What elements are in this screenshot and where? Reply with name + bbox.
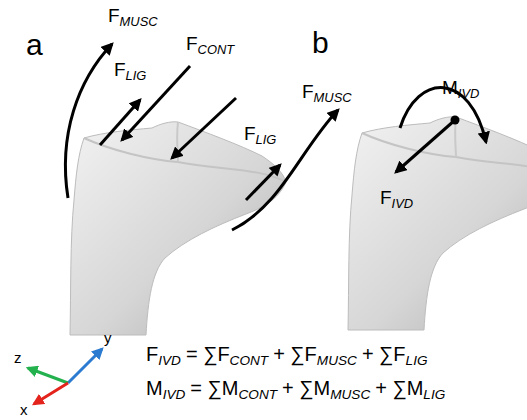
label-group: FCONT	[186, 34, 234, 57]
subscript-label: MUSC	[317, 353, 357, 368]
equation-term: + ∑M	[375, 377, 423, 399]
symbol-label: b	[312, 26, 329, 59]
symbol-label: F	[302, 81, 314, 102]
symbol-label: F	[244, 123, 256, 144]
label-group: a	[26, 30, 43, 60]
label-group: FMUSC	[108, 6, 158, 29]
subscript-label: MUSC	[330, 387, 370, 402]
subscript-label: IVD	[458, 86, 480, 101]
symbol-label: M	[146, 377, 163, 399]
equation-term: + ∑F	[362, 343, 406, 365]
symbol-label: z	[14, 349, 22, 366]
subscript-label: LIG	[423, 387, 445, 402]
label-group: FLIG	[244, 124, 276, 147]
subscript-label: MUSC	[120, 14, 158, 29]
symbol-label: a	[26, 28, 43, 61]
subscript-label: LIG	[256, 132, 277, 147]
label-group: z	[14, 350, 22, 365]
label-group: FIVD= ∑FCONT+ ∑FMUSC+ ∑FLIG	[146, 344, 428, 368]
equation-term: + ∑M	[282, 377, 330, 399]
equation-term: = ∑F	[186, 343, 230, 365]
symbol-label: F	[186, 33, 198, 54]
subscript-label: IVD	[392, 196, 414, 211]
label-group: b	[312, 28, 329, 58]
subscript-label: CONT	[239, 387, 278, 402]
equation-term: + ∑F	[273, 343, 317, 365]
axes	[28, 349, 102, 404]
subscript-label: CONT	[230, 353, 269, 368]
label-group: FMUSC	[302, 82, 352, 105]
label-group: FLIG	[114, 60, 146, 83]
symbol-label: F	[146, 343, 158, 365]
subscript-label: LIG	[406, 353, 428, 368]
equation-term: = ∑M	[190, 377, 238, 399]
symbol-label: F	[114, 59, 126, 80]
label-group: FIVD	[380, 188, 413, 211]
symbol-label: F	[380, 187, 392, 208]
subscript-label: IVD	[158, 353, 181, 368]
label-group: x	[20, 402, 28, 417]
symbol-label: y	[104, 329, 112, 346]
label-group: y	[104, 330, 112, 345]
bone-b	[348, 117, 527, 330]
symbol-label: F	[108, 5, 120, 26]
moment-point	[451, 116, 460, 125]
label-group: MIVD	[442, 78, 479, 101]
subscript-label: MUSC	[314, 90, 352, 105]
symbol-label: M	[442, 77, 458, 98]
label-group: MIVD= ∑MCONT+ ∑MMUSC+ ∑MLIG	[146, 378, 445, 402]
force-arrows	[65, 44, 486, 230]
subscript-label: CONT	[198, 42, 235, 57]
subscript-label: IVD	[163, 387, 186, 402]
symbol-label: x	[20, 401, 28, 418]
subscript-label: LIG	[126, 68, 147, 83]
